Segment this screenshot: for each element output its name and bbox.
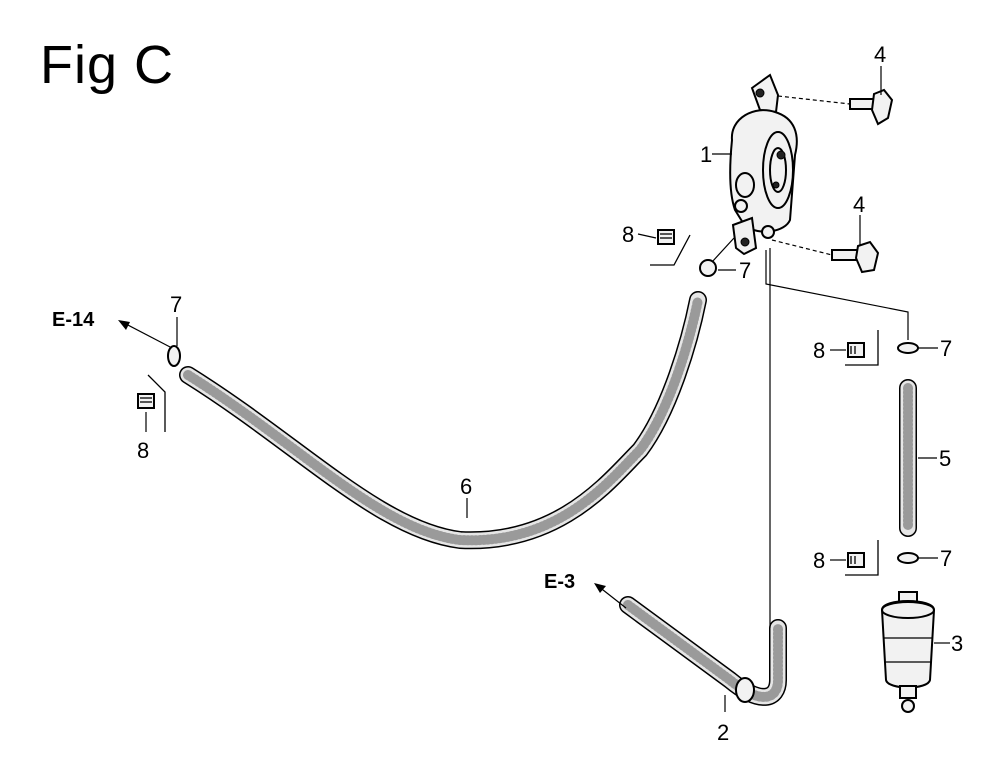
clamp-7-lower-right[interactable]	[897, 552, 919, 564]
leader-8-top	[637, 233, 657, 239]
callout-8-left: 8	[137, 438, 149, 463]
callout-7-pump: 7	[739, 258, 751, 283]
callout-8-upper-right: 8	[813, 338, 825, 363]
clamp-7-pump[interactable]	[699, 259, 717, 277]
callout-3: 3	[951, 631, 963, 656]
callout-6: 6	[460, 474, 472, 499]
reference-arrow-e3	[594, 583, 627, 609]
bolt-4-lower[interactable]	[771, 239, 880, 274]
clip-8-lower-right[interactable]	[845, 540, 879, 576]
reference-arrow-e14	[118, 320, 173, 349]
fuel-filter-3[interactable]	[880, 591, 936, 713]
fuel-hose-2[interactable]	[619, 596, 787, 706]
callout-5: 5	[939, 446, 951, 471]
reference-label-e14[interactable]: E-14	[52, 309, 95, 331]
bolt-4-upper[interactable]	[777, 88, 894, 126]
clamp-7-left[interactable]	[167, 345, 181, 367]
callout-7-left: 7	[170, 292, 182, 317]
callout-4-lower: 4	[853, 192, 865, 217]
connection-line-pump-to-clamp-7	[711, 237, 735, 263]
clip-8-top[interactable]	[650, 229, 691, 266]
fuel-pump-1[interactable]	[729, 73, 798, 256]
fuel-hose-6[interactable]	[179, 291, 707, 550]
callout-2: 2	[717, 720, 729, 745]
reference-label-e3[interactable]: E-3	[544, 571, 575, 593]
callout-1: 1	[700, 142, 712, 167]
callout-8-lower-right: 8	[813, 548, 825, 573]
callout-7-lower-right: 7	[940, 546, 952, 571]
clamp-7-upper-right[interactable]	[897, 342, 919, 354]
callout-4-upper: 4	[874, 42, 886, 67]
figure-title: Fig C	[40, 35, 175, 95]
connection-line-pump-to-hose-5	[765, 250, 909, 340]
callout-7-upper-right: 7	[940, 336, 952, 361]
clip-8-upper-right[interactable]	[845, 330, 879, 366]
clip-8-left[interactable]	[137, 374, 166, 432]
callout-8-top: 8	[622, 222, 634, 247]
